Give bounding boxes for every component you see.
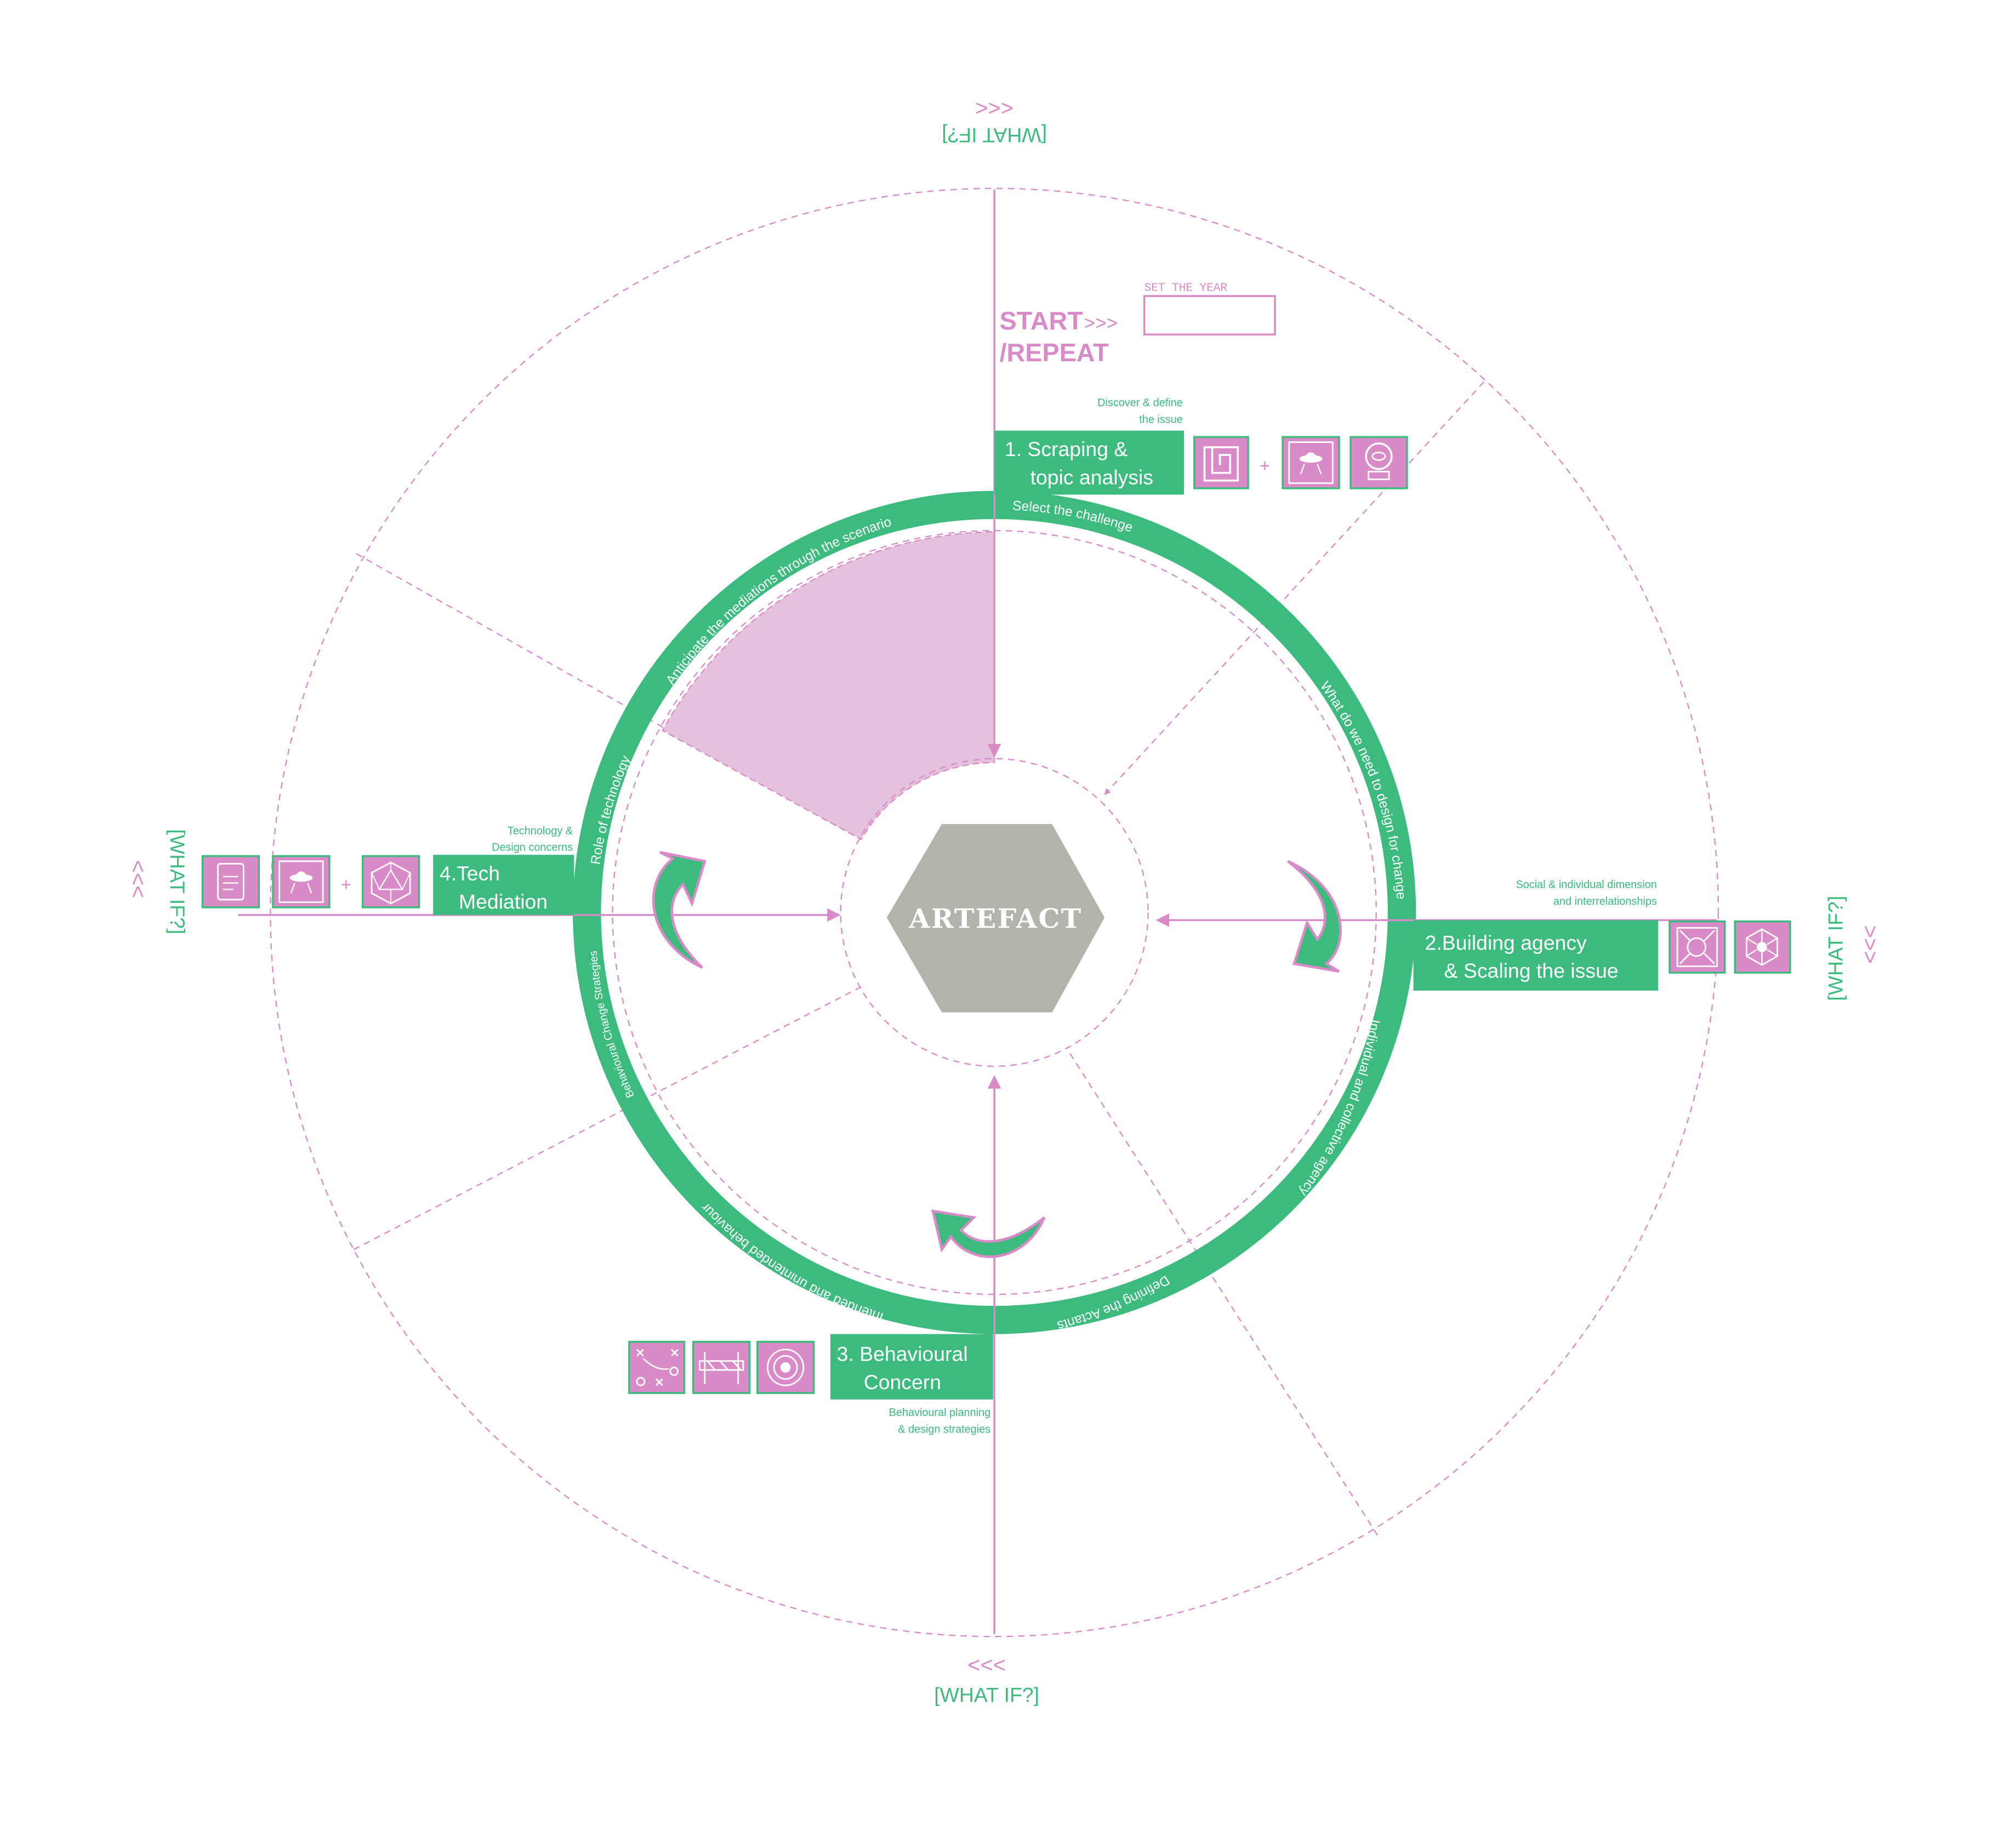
start-repeat: START >>> /REPEAT SET THE YEAR [1000,282,1228,367]
what-if-left-arrows: <<< [126,860,150,899]
curved-arrow-right [1287,860,1342,973]
stage-tech-title-2: Mediation [459,890,548,913]
set-year-field[interactable] [1143,295,1276,336]
what-if-bottom: <<< [WHAT IF?] [934,1653,1039,1707]
stage-tech-note-1: Technology & [508,825,573,837]
stage-scraping-title-2: topic analysis [1030,466,1153,489]
stage-behaviour-note-1: Behavioural planning [889,1407,991,1419]
what-if-bottom-text: [WHAT IF?] [934,1683,1039,1706]
stage-agency-note-2: and interrelationships [1553,895,1657,907]
stage-behaviour-title-1: 3. Behavioural [837,1343,968,1366]
what-if-bottom-arrows: <<< [967,1653,1006,1678]
film-ufo-icon [1282,436,1340,490]
what-if-left: [WHAT IF?] <<< [126,829,189,934]
artefact-dashed-circle [840,758,1149,1067]
what-if-top-text: [WHAT IF?] [942,124,1047,147]
stage-behaviour-box [830,1334,993,1400]
stage-scraping-plus: + [1260,455,1270,475]
artefact-hexagon [886,824,1105,1013]
maze-icon [1193,436,1249,490]
what-if-right: [WHAT IF?] <<< [1824,896,1882,1001]
repeat-label: /REPEAT [1000,338,1109,367]
stage-tech-title-1: 4.Tech [440,862,500,885]
barrier-icon [692,1340,751,1394]
stage-agency-note-1: Social & individual dimension [1516,879,1657,891]
axis-end-ticks [993,1631,995,1634]
outer-dashed-circle [270,187,1719,1637]
artefact-label: ARTEFACT [908,903,1082,935]
scenario-sector [662,531,995,840]
scale-arrows-icon [1668,920,1726,974]
what-if-right-arrows: <<< [1858,925,1882,964]
polyhedron-icon [361,855,420,908]
stage-agency-box [1413,920,1659,991]
what-if-right-text: [WHAT IF?] [1824,896,1847,1001]
strategy-play-icon [628,1340,686,1394]
stage-agency-title-1: 2.Building agency [1425,931,1587,954]
crystal-ball-icon [1349,436,1408,490]
stage-scraping-note-2: the issue [1139,413,1183,425]
curved-arrow-bottom [931,1209,1046,1258]
target-icon [756,1340,815,1394]
network-icon [1734,920,1791,974]
stage-tech-note-2: Design concerns [492,841,573,854]
stage-behaviour-title-2: Concern [864,1371,941,1394]
document-icon [201,855,260,908]
stage-agency-title-2: & Scaling the issue [1444,959,1619,982]
stage-scraping[interactable]: Discover & define the issue 1. Scraping … [994,397,1408,495]
stage-behaviour-note-2: & design strategies [898,1424,990,1436]
stage-tech[interactable]: Technology & Design concerns 4.Tech Medi… [201,825,574,916]
what-if-top-arrows: >>> [975,96,1013,120]
stage-tech-box [433,855,574,916]
stage-tech-plus: + [341,874,351,895]
stage-agency[interactable]: Social & individual dimension and interr… [1413,879,1791,991]
stage-behaviour[interactable]: 3. Behavioural Concern Behavioural plann… [628,1334,993,1436]
curved-arrow-left [652,851,707,969]
what-if-left-text: [WHAT IF?] [166,829,189,934]
ring-labels: Select the challenge What do we need to … [0,0,1408,1333]
start-label: START [1000,306,1084,335]
stage-scraping-box [994,430,1184,495]
stage-scraping-title-1: 1. Scraping & [1005,437,1128,460]
start-arrows: >>> [1084,312,1118,334]
what-if-top: >>> [WHAT IF?] [942,96,1047,146]
radial-dashed-lines [353,381,1485,1536]
stage-scraping-note-1: Discover & define [1097,397,1183,409]
film-ufo-icon [272,855,331,908]
cycle-arrows [652,851,1342,1258]
set-year-label: SET THE YEAR [1144,282,1228,295]
